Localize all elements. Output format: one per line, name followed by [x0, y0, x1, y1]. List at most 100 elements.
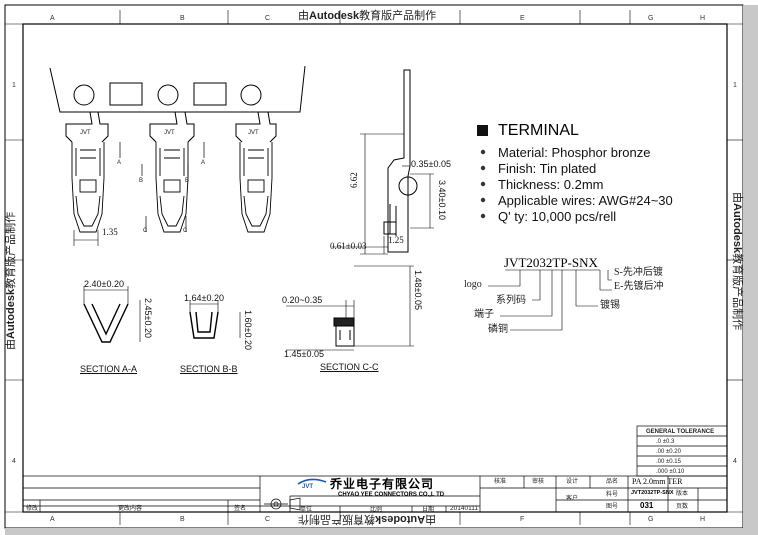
spec-title: TERMINAL: [498, 122, 579, 139]
part-code-logo: logo: [464, 279, 482, 290]
dim-base-061: 0.61±0.03: [330, 241, 367, 251]
date-label: 日期: [422, 507, 435, 513]
version-label: 版本: [676, 491, 689, 497]
dim-hole: 0.35±0.05: [411, 159, 451, 169]
watermark-top: 由Autodesk教育版产品制作: [298, 10, 437, 22]
part-code-bronze: 磷铜: [488, 324, 508, 335]
dim-sec-b-height: 1.60±0.20: [243, 310, 253, 350]
cut-b-right: B: [185, 178, 190, 184]
grid-col-h: H: [700, 15, 706, 22]
side-view-dims: [332, 133, 434, 255]
grid-col-b-bottom: B: [180, 516, 185, 523]
grid-col-a-bottom: A: [50, 516, 55, 523]
dim-sec-a-height: 2.45±0.20: [143, 298, 153, 338]
grid-row-1-right: 1: [733, 82, 737, 89]
grid-col-a: A: [50, 15, 55, 22]
part-code-option-e: E-先镀后冲: [614, 281, 664, 292]
part-code-option-s: S-先冲后镀: [614, 267, 663, 278]
jvt-mark-3: JVT: [248, 130, 259, 136]
part-code-tin: 镀锡: [600, 300, 620, 311]
rev-label: 修改: [26, 506, 39, 512]
tolerance-row-1: .0 ±0.3: [656, 439, 675, 445]
tolerance-title: GENERAL TOLERANCE: [646, 429, 715, 435]
tolerance-row-2: .00 ±0.20: [656, 449, 681, 455]
page-label: 页数: [676, 504, 689, 510]
dim-sec-a-width: 2.40±0.20: [84, 279, 124, 289]
part-code-series: 系列码: [496, 295, 526, 306]
grid-col-e: E: [520, 15, 525, 22]
grid-row-1: 1: [12, 82, 16, 89]
grid-col-b: B: [180, 15, 185, 22]
cut-a-right: A: [201, 160, 206, 166]
date-value: 20140111: [450, 505, 478, 512]
part-no-label: 料号: [606, 492, 619, 498]
tolerance-row-3: .00 ±0.15: [656, 459, 681, 465]
spec-bullets: [480, 149, 486, 219]
spec-wires: Applicable wires: AWG#24~30: [498, 193, 673, 208]
part-code-leaders: [488, 269, 612, 331]
grid-col-g: G: [648, 15, 654, 22]
tolerance-row-4: .000 ±0.10: [656, 469, 685, 475]
grid-col-g-bottom: G: [648, 516, 654, 523]
title-block: [22, 475, 728, 513]
section-c-c-shape: [333, 317, 355, 347]
unit-label: 单位: [300, 507, 313, 513]
jvt-mark-2: JVT: [164, 130, 175, 136]
dim-sec-b-width: 1.64±0.20: [184, 293, 224, 303]
projection-symbol: [264, 497, 301, 511]
logo-text: JVT: [302, 484, 314, 490]
part-no-value: JVT2032TP-SNX: [631, 490, 674, 496]
section-a-a-label: SECTION A-A: [80, 364, 138, 374]
customer-label: 客户: [566, 496, 579, 502]
spec-finish: Finish: Tin plated: [498, 161, 597, 176]
grid-col-c-bottom: C: [265, 516, 271, 523]
company-name-en: CHYAO YEE CONNECTORS CO.,L TD: [338, 492, 445, 498]
page-shadow: [743, 5, 758, 535]
side-view: [383, 69, 418, 253]
dim-width-340: 3.40±0.10: [437, 180, 447, 220]
dim-base-125: 1.25: [388, 235, 404, 245]
dim-sec-c-width: 1.45±0.05: [284, 349, 324, 359]
sign-label: 签名: [234, 506, 247, 512]
grid-row-4-right: 4: [733, 458, 737, 465]
spec-thickness: Thickness: 0.2mm: [498, 177, 604, 192]
drawing-no-value: 031: [640, 501, 654, 510]
part-code-terminal: 端子: [474, 309, 494, 320]
spec-material: Material: Phosphor bronze: [498, 145, 651, 160]
section-c-c-dims: [286, 265, 414, 351]
cut-a-left: A: [117, 160, 122, 166]
material-value: PA 2.0mm TER: [632, 477, 683, 486]
dim-pitch: 1.35: [102, 227, 118, 237]
scale-label: 比例: [370, 507, 383, 513]
watermark-left: 由Autodesk教育版产品制作: [5, 211, 17, 350]
pitch-dimension: [73, 230, 99, 246]
section-a-a-dims: [83, 286, 141, 342]
spec-qty: Q' ty: 10,000 pcs/rell: [498, 209, 617, 224]
material-label: 品名: [606, 479, 619, 485]
company-logo-icon: [297, 478, 327, 485]
grid-col-f-bottom: F: [520, 516, 525, 523]
desc-label: 更改内容: [118, 506, 143, 512]
dim-sec-c-gap: 0.20~0.35: [282, 295, 323, 305]
grid-row-4: 4: [12, 458, 16, 465]
section-a-a-shape: [83, 303, 129, 343]
company-name-cn: 乔业电子有限公司: [330, 477, 435, 491]
drawing-no-label: 图号: [606, 504, 619, 510]
terminal-strip: [49, 65, 306, 143]
jvt-mark-1: JVT: [80, 130, 91, 136]
section-markers: [119, 142, 205, 232]
section-c-c-label: SECTION C-C: [320, 362, 379, 372]
dim-height-662: 6.62: [349, 172, 359, 188]
design-label: 设计: [566, 479, 579, 485]
grid-col-h-bottom: H: [700, 516, 706, 523]
cut-b-left: B: [139, 178, 144, 184]
cut-c-right: C: [183, 228, 188, 234]
grid-col-c: C: [265, 15, 271, 22]
spec-square-bullet: [477, 125, 488, 136]
cut-c-left: C: [143, 228, 148, 234]
watermark-bottom: 由Autodesk教育版产品制作: [298, 513, 437, 525]
part-code: JVT2032TP-SNX: [504, 255, 598, 270]
dim-sec-c-height: 1.48±0.05: [413, 270, 423, 310]
terminal-bodies: [71, 142, 273, 233]
